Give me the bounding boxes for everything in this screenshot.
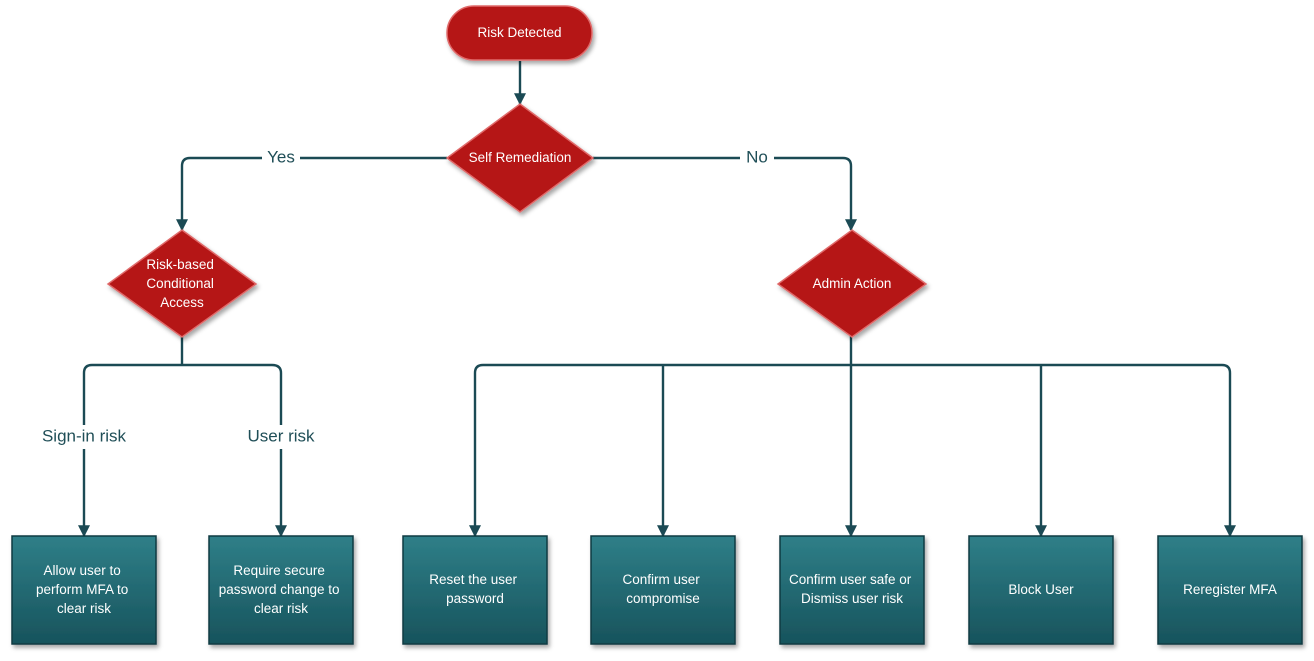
action-block-user: Block User <box>968 535 1114 645</box>
confirm-compromise-line-1: Confirm user <box>622 572 700 587</box>
secure-password-change-line-3: clear risk <box>254 601 308 616</box>
risk-based-ca-line-3: Access <box>160 295 204 310</box>
risk-detected-line-1: Risk Detected <box>477 25 561 40</box>
self-remediation-shape <box>445 103 595 213</box>
decision-admin-action: Admin Action <box>776 229 928 338</box>
reset-password-line-2: password <box>446 591 504 606</box>
signin-risk-label-bg <box>36 425 132 449</box>
user-risk-label: User risk <box>247 426 315 445</box>
admin-action-label: Admin Action <box>813 276 892 291</box>
secure-password-change-label: Require secure password change to clear … <box>219 563 344 616</box>
no-label: No <box>746 147 768 166</box>
admin-action-line-1: Admin Action <box>813 276 892 291</box>
edge-admin-bus <box>483 336 1222 367</box>
edge-signin-risk <box>78 363 182 538</box>
action-confirm-compromise: Confirm user compromise <box>590 535 736 645</box>
reset-password-line-1: Reset the user <box>429 572 517 587</box>
confirm-compromise-label: Confirm user compromise <box>622 572 703 606</box>
decision-risk-based-conditional-access: Risk-based Conditional Access <box>106 229 258 338</box>
self-remediation-line-1: Self Remediation <box>469 150 572 165</box>
risk-detected-shape <box>446 5 593 61</box>
confirm-compromise-line-2: compromise <box>626 591 700 606</box>
allow-mfa-label: Allow user to perform MFA to clear risk <box>36 563 132 616</box>
edge-self-remediation-no <box>593 156 857 232</box>
block-user-box <box>968 535 1114 645</box>
no-label-bg <box>740 148 774 168</box>
risk-based-ca-shape <box>106 229 258 338</box>
self-remediation-label: Self Remediation <box>469 150 572 165</box>
block-user-line-1: Block User <box>1008 582 1074 597</box>
decision-self-remediation: Self Remediation <box>445 103 595 213</box>
action-secure-password-change: Require secure password change to clear … <box>208 535 354 645</box>
confirm-safe-box <box>779 535 925 645</box>
connectors <box>78 61 1236 538</box>
edge-user-risk <box>182 363 287 538</box>
edge-admin-reset-password <box>469 363 484 538</box>
risk-based-ca-line-2: Conditional <box>146 276 214 291</box>
reregister-mfa-label: Reregister MFA <box>1183 582 1277 597</box>
risk-based-ca-line-1: Risk-based <box>146 257 214 272</box>
confirm-safe-label: Confirm user safe or Dismiss user risk <box>789 572 915 606</box>
edge-admin-reregister-mfa <box>1221 363 1236 538</box>
confirm-safe-line-1: Confirm user safe or <box>789 572 912 587</box>
reset-password-label: Reset the user password <box>429 572 521 606</box>
risk-detected-label: Risk Detected <box>477 25 561 40</box>
reregister-mfa-line-1: Reregister MFA <box>1183 582 1277 597</box>
yes-label-bg <box>262 148 300 168</box>
risk-based-ca-label: Risk-based Conditional Access <box>146 257 217 310</box>
start-node-risk-detected: Risk Detected <box>446 5 593 61</box>
edge-self-remediation-yes <box>176 156 447 232</box>
user-risk-label-bg <box>242 425 320 449</box>
secure-password-change-line-1: Require secure <box>233 563 325 578</box>
action-allow-mfa: Allow user to perform MFA to clear risk <box>11 535 157 645</box>
confirm-compromise-box <box>590 535 736 645</box>
allow-mfa-line-3: clear risk <box>57 601 111 616</box>
allow-mfa-line-2: perform MFA to <box>36 582 128 597</box>
allow-mfa-line-1: Allow user to <box>43 563 120 578</box>
admin-action-shape <box>776 229 928 338</box>
reset-password-box <box>402 535 548 645</box>
action-confirm-safe: Confirm user safe or Dismiss user risk <box>779 535 925 645</box>
yes-label: Yes <box>267 147 295 166</box>
confirm-safe-line-2: Dismiss user risk <box>801 591 903 606</box>
edge-labels: Yes No Sign-in risk User risk <box>36 147 774 449</box>
block-user-label: Block User <box>1008 582 1074 597</box>
allow-mfa-box <box>11 535 157 645</box>
action-reset-password: Reset the user password <box>402 535 548 645</box>
action-reregister-mfa: Reregister MFA <box>1157 535 1303 645</box>
reregister-mfa-box <box>1157 535 1303 645</box>
secure-password-change-box <box>208 535 354 645</box>
signin-risk-label: Sign-in risk <box>42 426 127 445</box>
secure-password-change-line-2: password change to <box>219 582 340 597</box>
